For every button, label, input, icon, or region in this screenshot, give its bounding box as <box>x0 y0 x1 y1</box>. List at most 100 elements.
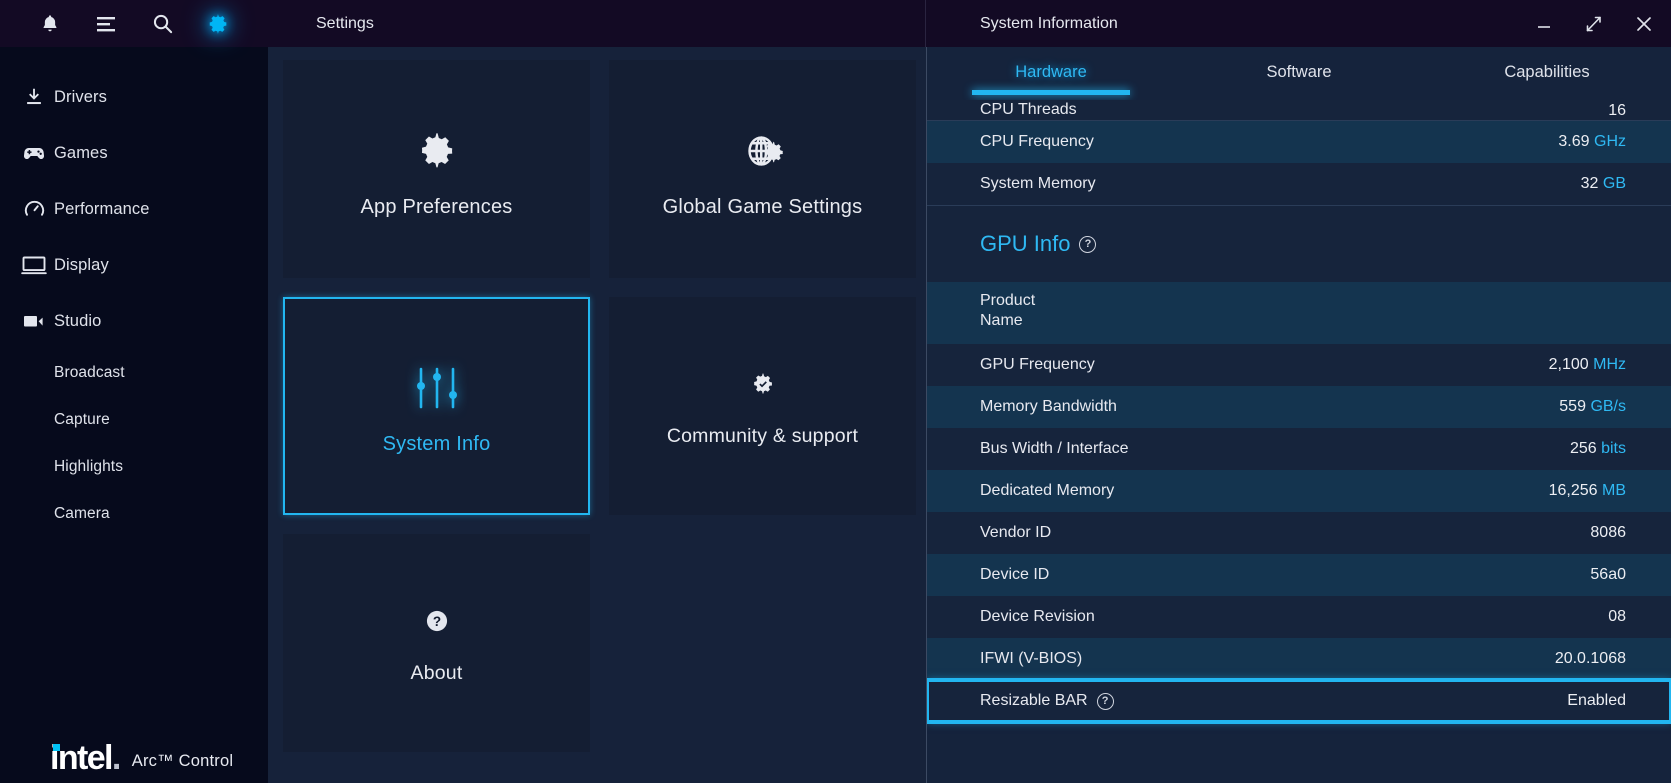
row-value-unit: GB/s <box>1590 398 1626 415</box>
table-row: Bus Width / Interface 256 bits <box>927 428 1671 470</box>
row-value: 2,100 MHz <box>1549 356 1626 374</box>
row-value-unit: MB <box>1602 482 1626 499</box>
row-key-line1: Product <box>980 292 1036 309</box>
section-title-text: GPU Info <box>980 231 1071 256</box>
tab-capabilities[interactable]: Capabilities <box>1423 57 1671 82</box>
row-key-lines: Product Name <box>980 291 1035 331</box>
close-button[interactable] <box>1631 11 1657 37</box>
tab-label: Hardware <box>1015 63 1087 81</box>
system-info-tabs: Hardware Software Capabilities <box>927 47 1671 102</box>
row-value-unit: MHz <box>1593 356 1626 373</box>
svg-text:?: ? <box>432 613 440 628</box>
intel-logo: intel. <box>50 741 121 775</box>
card-system-info[interactable]: System Info <box>283 297 590 515</box>
settings-body: App Preferences <box>268 47 926 783</box>
sidebar-item-broadcast[interactable]: Broadcast <box>0 349 268 396</box>
tab-label: Capabilities <box>1504 63 1590 81</box>
bell-icon[interactable] <box>35 9 65 39</box>
sidebar-item-label: Drivers <box>54 87 107 106</box>
card-community-support[interactable]: Community & support <box>609 297 916 515</box>
page-title: Settings <box>316 14 374 32</box>
tab-hardware[interactable]: Hardware <box>927 57 1175 95</box>
settings-title-bar: Settings <box>268 0 926 47</box>
brand-footer: intel. Arc™ Control <box>0 697 268 783</box>
row-value-unit: bits <box>1601 440 1626 457</box>
row-divider <box>927 205 1671 206</box>
intel-logo-dot <box>53 744 60 751</box>
row-value: 08 <box>1608 608 1626 625</box>
gear-check-icon <box>750 365 776 403</box>
minimize-button[interactable] <box>1531 11 1557 37</box>
gpu-info-section-header: GPU Info ? <box>927 206 1671 282</box>
row-divider <box>927 722 1671 723</box>
table-row: Dedicated Memory 16,256 MB <box>927 470 1671 512</box>
row-key: Device ID <box>980 566 1050 583</box>
row-key: Dedicated Memory <box>980 482 1115 499</box>
card-global-game-settings[interactable]: Global Game Settings <box>609 60 916 278</box>
menu-icon[interactable] <box>91 9 121 39</box>
sidebar-item-drivers[interactable]: Drivers <box>0 69 268 125</box>
row-value: 3.69 GHz <box>1558 133 1626 151</box>
window-title: System Information <box>980 14 1118 32</box>
gear-icon[interactable] <box>203 9 233 39</box>
rail-nav: Drivers Games Performance Display <box>0 47 268 697</box>
row-divider <box>927 120 1671 121</box>
card-about[interactable]: ? About <box>283 534 590 752</box>
system-info-panel: Hardware Software Capabilities CPU Thre <box>926 47 1671 783</box>
row-value: 256 bits <box>1570 440 1626 458</box>
table-row-resizable-bar[interactable]: Resizable BAR ? Enabled <box>927 678 1671 724</box>
help-icon[interactable]: ? <box>1079 235 1097 253</box>
sidebar-item-capture[interactable]: Capture <box>0 396 268 443</box>
table-row: GPU Frequency 2,100 MHz <box>927 344 1671 386</box>
card-label: Community & support <box>666 424 859 447</box>
sidebar-subitem-label: Broadcast <box>54 363 125 381</box>
row-value-number: 256 <box>1569 440 1597 457</box>
row-value-unit: GB <box>1602 175 1626 192</box>
row-value-number: 3.69 <box>1558 133 1590 150</box>
tab-label: Software <box>1266 63 1332 81</box>
system-info-title-bar: System Information <box>926 0 1671 47</box>
table-row: CPU Threads 16 <box>927 100 1671 120</box>
table-row: System Memory 32 GB <box>927 163 1671 205</box>
row-value: 16,256 MB <box>1549 482 1626 500</box>
search-icon[interactable] <box>147 9 177 39</box>
table-row: Product Name <box>927 282 1671 344</box>
card-app-preferences[interactable]: App Preferences <box>283 60 590 278</box>
row-value-number: 559 <box>1559 398 1586 415</box>
row-key: Vendor ID <box>980 524 1052 541</box>
sidebar-item-display[interactable]: Display <box>0 237 268 293</box>
card-label: App Preferences <box>360 195 513 218</box>
sidebar-item-performance[interactable]: Performance <box>0 181 268 237</box>
row-value: 32 GB <box>1581 175 1626 193</box>
sidebar-item-games[interactable]: Games <box>0 125 268 181</box>
sidebar-subitem-label: Capture <box>54 410 110 428</box>
help-icon[interactable]: ? <box>1096 692 1114 710</box>
table-row: Device ID 56a0 <box>927 554 1671 596</box>
table-row: Memory Bandwidth 559 GB/s <box>927 386 1671 428</box>
sidebar-item-label: Performance <box>54 199 150 218</box>
row-value-number: 2,100 <box>1548 356 1589 373</box>
settings-card-grid: App Preferences <box>283 60 916 752</box>
hardware-rows-scroll[interactable]: CPU Threads 16 CPU Frequency 3.69 GHz Sy… <box>927 100 1671 783</box>
sidebar-subitem-label: Highlights <box>54 457 124 475</box>
sidebar-item-label: Studio <box>54 311 102 330</box>
maximize-button[interactable] <box>1581 11 1607 37</box>
sidebar-item-highlights[interactable]: Highlights <box>0 443 268 490</box>
row-key: CPU Threads <box>980 101 1077 118</box>
sidebar-item-camera[interactable]: Camera <box>0 490 268 537</box>
row-key-line2: Name <box>980 312 1023 329</box>
globe-gear-icon <box>740 120 786 182</box>
sidebar-item-studio[interactable]: Studio <box>0 293 268 349</box>
tab-active-indicator <box>971 90 1131 95</box>
row-key: Bus Width / Interface <box>980 440 1129 457</box>
tab-software[interactable]: Software <box>1175 57 1423 82</box>
row-key: System Memory <box>980 175 1096 192</box>
row-key: Product Name <box>980 291 1035 331</box>
rail-toolbar <box>0 0 268 47</box>
system-information-window: System Information <box>926 0 1671 783</box>
card-label: Global Game Settings <box>662 195 863 218</box>
row-value-number: 32 <box>1580 175 1599 192</box>
window-controls <box>1531 0 1657 47</box>
card-label: About <box>410 661 463 684</box>
table-row: Device Revision 08 <box>927 596 1671 638</box>
